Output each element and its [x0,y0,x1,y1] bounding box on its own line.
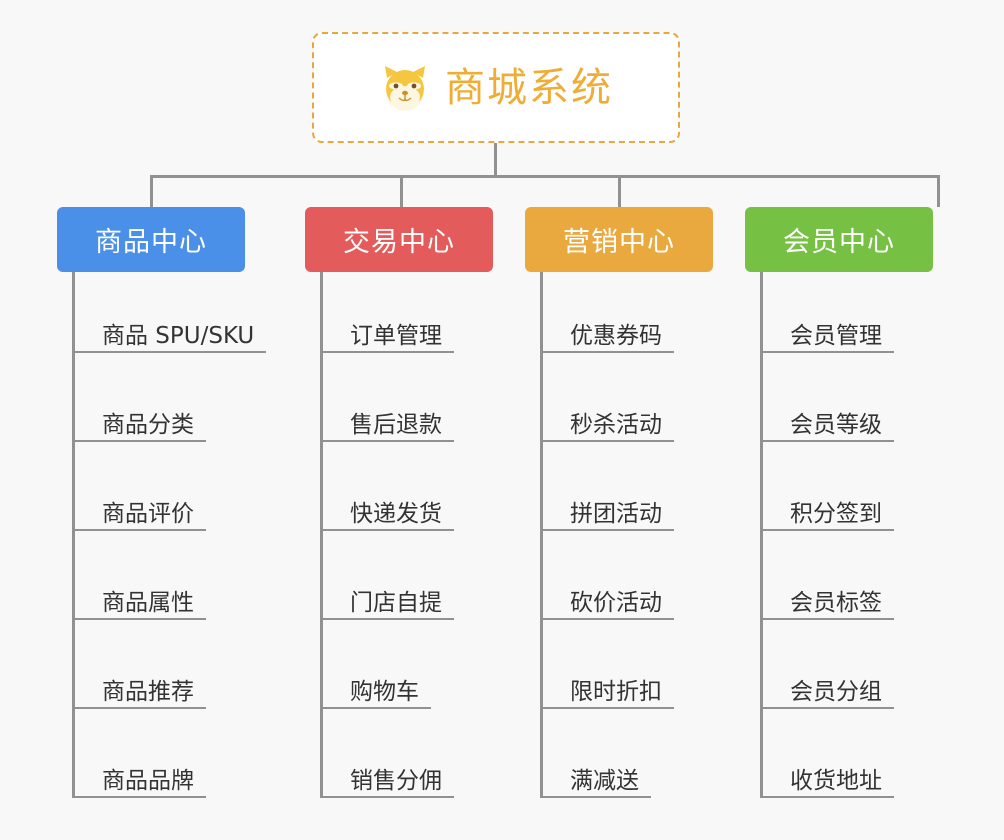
leaf-item-label: 订单管理 [350,323,442,349]
category-label: 会员中心 [783,227,895,258]
leaf-item-label: 销售分佣 [350,768,442,794]
leaf-item[interactable]: 会员管理 [760,317,894,353]
leaf-item[interactable]: 限时折扣 [540,673,674,709]
leaf-item-label: 商品推荐 [102,679,194,705]
leaf-item-label: 限时折扣 [570,679,662,705]
category-box-3[interactable]: 营销中心 [525,207,713,272]
leaf-item[interactable]: 商品推荐 [72,673,206,709]
leaf-item-label: 售后退款 [350,412,442,438]
leaf-item[interactable]: 砍价活动 [540,584,674,620]
root-node[interactable]: 商城系统 [312,32,680,143]
leaf-item-label: 门店自提 [350,590,442,616]
leaf-item[interactable]: 快递发货 [320,495,454,531]
leaf-stem [760,272,763,798]
category-box-2[interactable]: 交易中心 [305,207,493,272]
leaf-item-label: 拼团活动 [570,501,662,527]
leaf-item[interactable]: 商品品牌 [72,762,206,798]
leaf-item-label: 会员分组 [790,679,882,705]
leaf-item-label: 商品评价 [102,501,194,527]
leaf-stem [540,272,543,798]
leaf-item-label: 商品 SPU/SKU [102,323,255,349]
shiba-dog-face-icon [379,62,431,114]
leaf-item-label: 商品分类 [102,412,194,438]
category-box-4[interactable]: 会员中心 [745,207,933,272]
leaf-item[interactable]: 商品属性 [72,584,206,620]
leaf-item[interactable]: 积分签到 [760,495,894,531]
connector-drop-4 [937,175,940,207]
leaf-item-label: 满减送 [570,768,639,794]
leaf-item-label: 会员等级 [790,412,882,438]
leaf-item[interactable]: 订单管理 [320,317,454,353]
leaf-stem [320,272,323,798]
leaf-item[interactable]: 购物车 [320,673,431,709]
leaf-item-label: 商品属性 [102,590,194,616]
leaf-item[interactable]: 销售分佣 [320,762,454,798]
leaf-item[interactable]: 优惠券码 [540,317,674,353]
leaf-item[interactable]: 会员等级 [760,406,894,442]
category-label: 商品中心 [95,227,207,258]
category-label: 营销中心 [563,227,675,258]
leaf-item-label: 砍价活动 [570,590,662,616]
leaf-item[interactable]: 会员标签 [760,584,894,620]
category-box-1[interactable]: 商品中心 [57,207,245,272]
leaf-item[interactable]: 满减送 [540,762,651,798]
leaf-item-label: 会员管理 [790,323,882,349]
connector-root-stem [494,143,497,178]
leaf-item-label: 秒杀活动 [570,412,662,438]
leaf-item-label: 收货地址 [790,768,882,794]
leaf-item[interactable]: 会员分组 [760,673,894,709]
connector-horizontal-bar [150,175,940,178]
leaf-item[interactable]: 商品分类 [72,406,206,442]
leaf-item[interactable]: 商品评价 [72,495,206,531]
root-title: 商城系统 [445,64,613,111]
leaf-item[interactable]: 门店自提 [320,584,454,620]
category-label: 交易中心 [343,227,455,258]
connector-drop-1 [150,175,153,207]
leaf-item[interactable]: 秒杀活动 [540,406,674,442]
leaf-stem [72,272,75,798]
leaf-item[interactable]: 收货地址 [760,762,894,798]
connector-drop-3 [618,175,621,207]
connector-drop-2 [400,175,403,207]
leaf-item[interactable]: 售后退款 [320,406,454,442]
leaf-item-label: 优惠券码 [570,323,662,349]
leaf-item-label: 积分签到 [790,501,882,527]
leaf-item[interactable]: 拼团活动 [540,495,674,531]
leaf-item-label: 购物车 [350,679,419,705]
leaf-item-label: 会员标签 [790,590,882,616]
leaf-item-label: 商品品牌 [102,768,194,794]
leaf-item[interactable]: 商品 SPU/SKU [72,317,266,353]
leaf-item-label: 快递发货 [350,501,442,527]
